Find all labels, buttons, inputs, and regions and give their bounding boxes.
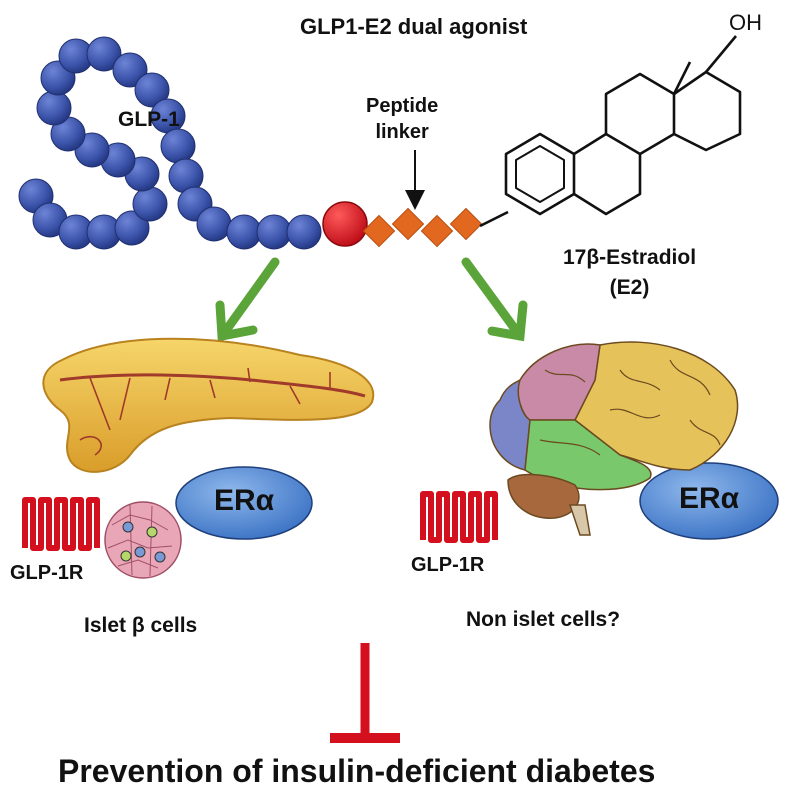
linker-start-bead [322, 201, 368, 247]
linker-bead [362, 214, 396, 248]
glp1-bead [114, 210, 150, 246]
estradiol-structure [479, 35, 742, 228]
glp1-receptor-right-icon [420, 491, 498, 543]
glp1-bead [36, 90, 72, 126]
linker-bead [449, 207, 483, 241]
outcome-label: Prevention of insulin-deficient diabetes [58, 753, 656, 789]
glp1-bead [226, 214, 262, 250]
pancreas-image [42, 337, 375, 473]
linker-bead [391, 207, 425, 241]
arrow-to-pancreas-head [215, 300, 258, 342]
glp1-bead [256, 214, 292, 250]
brain-image [489, 341, 739, 536]
arrows [215, 257, 528, 342]
estradiol-label-line1: 17β-Estradiol [563, 246, 697, 269]
glp1-bead [196, 206, 232, 242]
estradiol-label: 17β-Estradiol (E2) [563, 243, 696, 303]
linker-label-line1: Peptide [366, 95, 439, 117]
diagram-title: GLP1-E2 dual agonist [300, 14, 528, 39]
non-islet-cells-label: Non islet cells? [466, 608, 621, 631]
arrow-to-brain-head [487, 300, 528, 342]
glp1-peptide-chain [18, 36, 322, 250]
er-alpha-left-label: ERα [213, 484, 275, 517]
arrow-to-pancreas [217, 257, 280, 341]
glp1-bead [112, 52, 148, 88]
estradiol-label-line2: (E2) [609, 276, 650, 299]
linker-label-line2: linker [375, 121, 429, 143]
inhibition-symbol [330, 643, 400, 743]
glp1-bead [132, 186, 168, 222]
arrow-to-brain [461, 257, 525, 341]
islet-cluster-image [104, 501, 182, 579]
glp1-receptor-left-label: GLP-1R [10, 562, 84, 584]
glp1-bead [286, 214, 322, 250]
glp1-receptor-left-icon [22, 497, 100, 551]
islet-cells-label: Islet β cells [84, 614, 198, 637]
er-alpha-right-ellipse [639, 462, 779, 540]
glp1-receptor-right-label: GLP-1R [411, 554, 485, 576]
glp1-bead [86, 36, 122, 72]
er-alpha-right-label: ERα [678, 482, 740, 515]
glp1-bead [160, 128, 196, 164]
peptide-linker-chain [362, 207, 483, 248]
linker-label: Peptide linker [366, 93, 438, 145]
linker-bead [420, 214, 454, 248]
glp1-bead [134, 72, 170, 108]
er-alpha-left-ellipse [175, 466, 313, 540]
hydroxyl-label: OH [729, 10, 762, 35]
glp1-label: GLP-1 [118, 108, 180, 131]
